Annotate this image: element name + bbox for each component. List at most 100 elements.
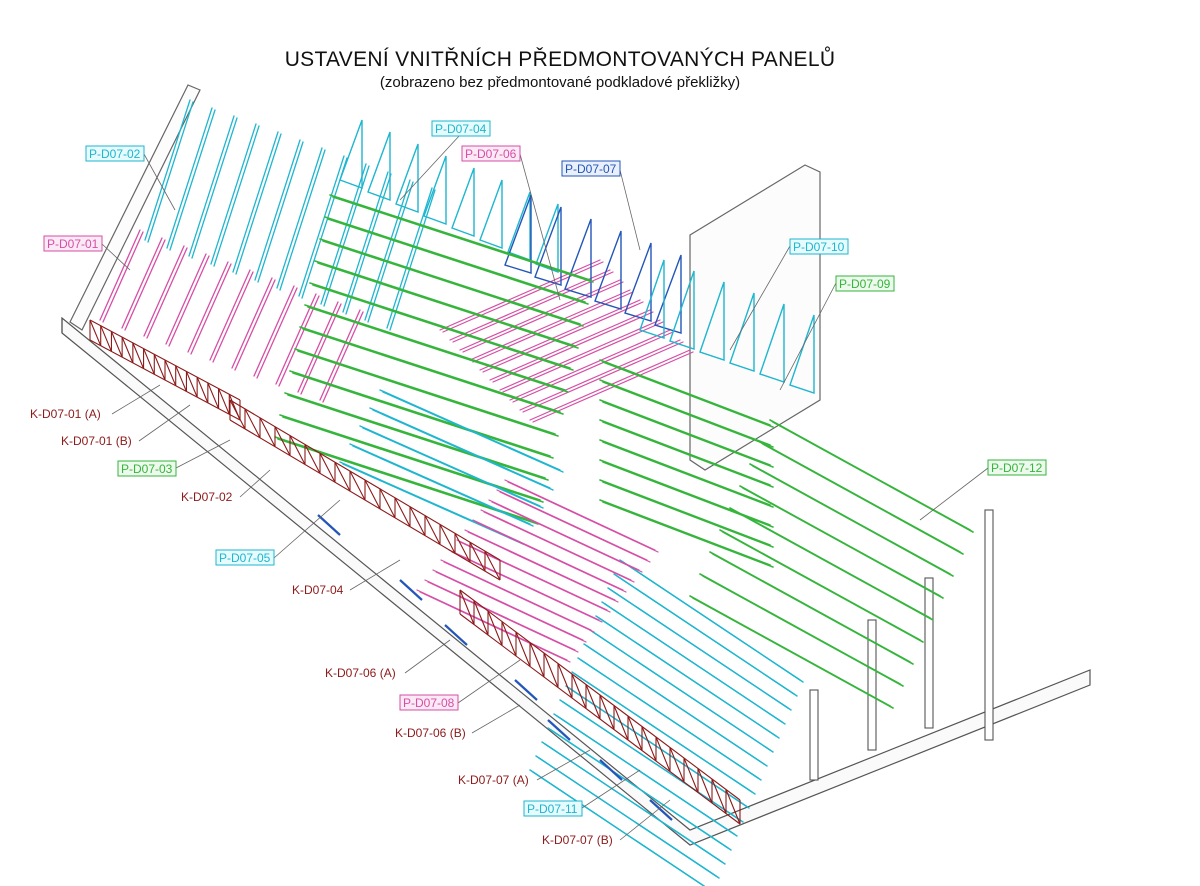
panel-p0708-member [475,521,627,593]
panel-p0705-member [372,409,554,491]
panel-p0703-member [299,326,561,413]
panel-p0702-member [147,101,194,243]
direction-arrows [317,514,673,821]
leader-line [457,659,521,704]
panel-p0710-ridge-tri [699,281,725,361]
label-k0706b: K-D07-06 (B) [395,726,466,740]
panel-p0712-member [742,487,944,599]
panel-p0702-member [386,187,433,329]
panel-p0701-member [278,295,320,387]
panel-p0701-member [187,261,229,353]
leader-line [619,799,671,841]
panel-p0704-ridge-tri [451,167,475,237]
panel-p0708-member [435,571,587,643]
panel-p0703-member [319,238,581,325]
truss-k0706-k0707-diag [627,715,643,751]
truss-k0702-k0704-diag [334,461,351,492]
panel-p0711-member [616,575,798,697]
panel-p0712 [689,419,974,709]
truss-k0706-k0707-diag [543,652,559,688]
panel-p0707-ridge-tri [624,242,652,322]
panel-p0703-member [317,262,579,349]
truss-k0701 [89,319,241,421]
panel-p0706-member [462,281,624,353]
panel-p0703-member [297,350,559,437]
truss-k0706-k0707 [459,589,741,825]
label-k0704: K-D07-04 [292,583,344,597]
panel-p0702-member [279,149,326,291]
label-p0711: P-D07-11 [523,800,583,817]
panel-p0701-member [165,253,207,345]
panel-p0703-member [294,348,556,435]
truss-k0706-k0707-diag [501,621,517,657]
panel-p0702-member [323,165,370,307]
panel-p0712-member [752,465,954,577]
truss-k0702-k0704-diag [364,479,381,510]
panel-p0703-member [327,218,589,305]
panel-p0701-member [234,279,276,371]
panel-p0702-member [213,125,260,267]
panel-p0711-member [550,729,732,851]
truss-k0706-k0707-diag [459,589,475,625]
leader-line [536,749,591,781]
support-posts [809,509,994,781]
panel-p0710-ridge [639,259,815,394]
panel-p0708-member [467,531,619,603]
panel-p0708-member [491,501,643,573]
leader-line [519,153,561,301]
truss-k0702-k0704-diag [229,399,246,430]
panel-p0701-member [124,239,166,331]
svg-text:P-D07-07: P-D07-07 [565,162,617,176]
panel-p0706-member [512,331,674,403]
panel-p0702-member [144,99,191,241]
panel-p0708-member [459,541,611,613]
leader-line [143,153,176,211]
panel-p0711-member [568,687,750,809]
panel-p0703-member [314,260,576,347]
panel-p0711-member [538,757,720,879]
panel-p0703-member [292,372,554,459]
truss-k0706-k0707-diag [641,726,657,762]
panel-p0708-member [483,511,635,583]
truss-k0706-k0707-diag [725,789,741,825]
panel-p0711 [529,559,804,886]
panel-p0711-member [556,715,738,837]
label-k0702: K-D07-02 [181,490,233,504]
truss-k0701-diag [121,336,134,364]
truss-k0701-diag [185,371,198,398]
truss-k0702-k0704-diag [424,515,441,545]
panel-p0709-member [602,361,774,428]
flow-arrow [514,679,538,701]
panel-p0702-member [367,181,414,323]
panel-p0702-member [232,131,279,273]
panel-p0709-member [602,441,774,508]
truss-k0706-k0707-diag [487,610,503,646]
panel-p0705-member [352,445,534,527]
panel-p0712-member [732,509,934,621]
truss-k0702-k0704-diag [244,408,261,439]
truss-k0706-k0707-diag [571,673,587,709]
leader-line [471,704,521,734]
svg-text:P-D07-04: P-D07-04 [435,122,487,136]
panel-p0711-member [604,603,786,725]
panel-p0706-member [519,339,681,411]
panel-p0701-member [322,311,364,403]
panel-p0708-member [443,561,595,633]
svg-text:P-D07-10: P-D07-10 [793,240,845,254]
gable-walls [69,84,821,471]
panel-p0712-member [702,575,904,687]
panel-p0709-member [602,421,774,488]
truss-k0701-diag [218,388,230,415]
panel-p0703-member [279,414,541,501]
panel-p0702-member [389,189,436,331]
panel-p0701-member [102,231,144,323]
panel-p0712-member [712,553,914,665]
leader-line [175,439,231,469]
panel-p0708-member [427,581,579,653]
panel-p0706-member [442,261,604,333]
svg-text:P-D07-02: P-D07-02 [89,147,141,161]
truss-k0706-k0707-diag [585,684,601,720]
panel-p0710-ridge-tri [729,292,755,372]
